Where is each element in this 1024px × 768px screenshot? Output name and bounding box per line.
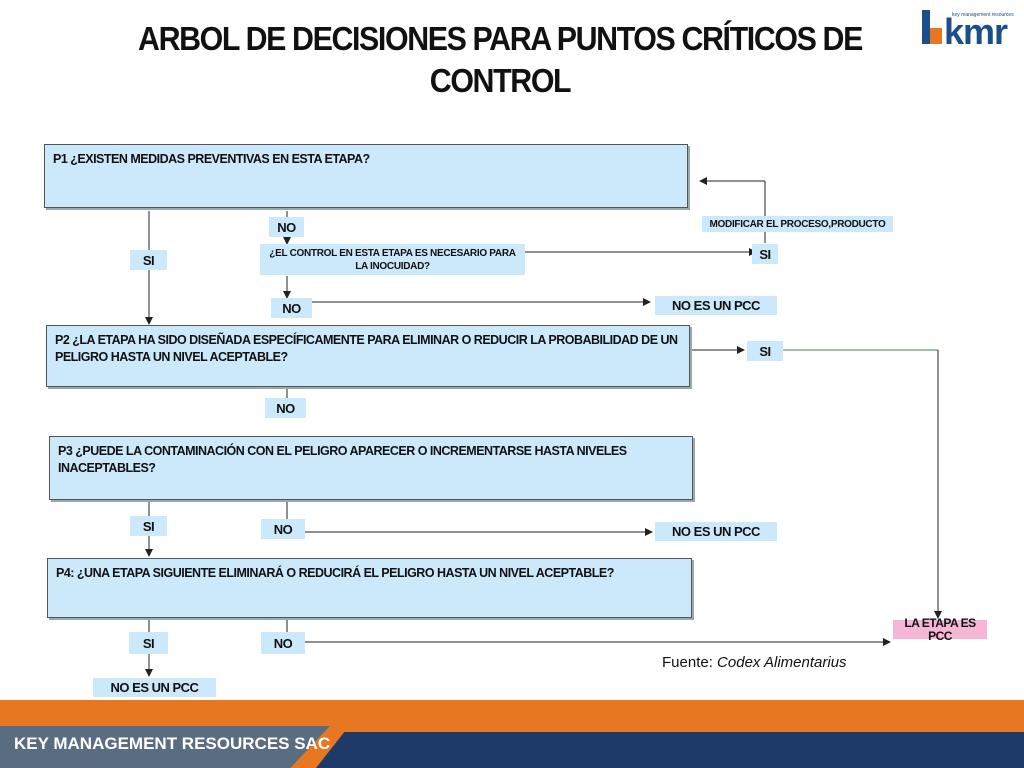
- logo-tagline: key management resources: [952, 12, 1014, 18]
- not-pcc-label-3: NO ES UN PCC: [93, 678, 216, 697]
- title-line-1: ARBOL DE DECISIONES PARA PUNTOS CRÍTICOS…: [138, 20, 863, 57]
- question-p2: P2 ¿LA ETAPA HA SIDO DISEÑADA ESPECÍFICA…: [46, 325, 690, 387]
- not-pcc-label-2: NO ES UN PCC: [655, 522, 777, 541]
- p3-no-label: NO: [261, 519, 305, 539]
- control-si-label: SI: [752, 244, 778, 264]
- footer-navy-band: [316, 732, 1024, 768]
- not-pcc-label-1: NO ES UN PCC: [655, 296, 777, 315]
- question-p1: P1 ¿EXISTEN MEDIDAS PREVENTIVAS EN ESTA …: [44, 144, 688, 208]
- source-note: Fuente: Codex Alimentarius: [662, 654, 847, 671]
- is-pcc-label: LA ETAPA ES PCC: [893, 616, 987, 642]
- control-question-label: ¿EL CONTROL EN ESTA ETAPA ES NECESARIO P…: [260, 244, 525, 275]
- title-line-2: CONTROL: [429, 62, 572, 99]
- footer-dark-band: [0, 726, 330, 768]
- page-title: ARBOL DE DECISIONES PARA PUNTOS CRÍTICOS…: [132, 18, 868, 102]
- p2-no-label: NO: [265, 398, 306, 418]
- control-no-label: NO: [271, 298, 312, 318]
- source-name: Codex Alimentarius: [717, 654, 847, 671]
- p2-si-label: SI: [747, 341, 783, 361]
- logo-text: kmr: [944, 11, 1008, 48]
- p1-si-label: SI: [130, 250, 167, 270]
- source-prefix: Fuente:: [662, 654, 713, 671]
- p4-si-label: SI: [129, 632, 168, 654]
- p4-no-label: NO: [261, 632, 305, 654]
- kmr-logo: kmr key management resources: [922, 10, 1014, 48]
- question-p3: P3 ¿PUEDE LA CONTAMINACIÓN CON EL PELIGR…: [49, 436, 693, 500]
- modify-process-label: MODIFICAR EL PROCESO,PRODUCTO: [702, 216, 893, 232]
- p1-no-label: NO: [269, 217, 304, 237]
- question-p4: P4: ¿UNA ETAPA SIGUIENTE ELIMINARÁ O RED…: [47, 558, 692, 618]
- footer-company-name: KEY MANAGEMENT RESOURCES SAC: [14, 734, 331, 753]
- connector-lines: [145, 177, 942, 677]
- p3-si-label: SI: [130, 516, 167, 536]
